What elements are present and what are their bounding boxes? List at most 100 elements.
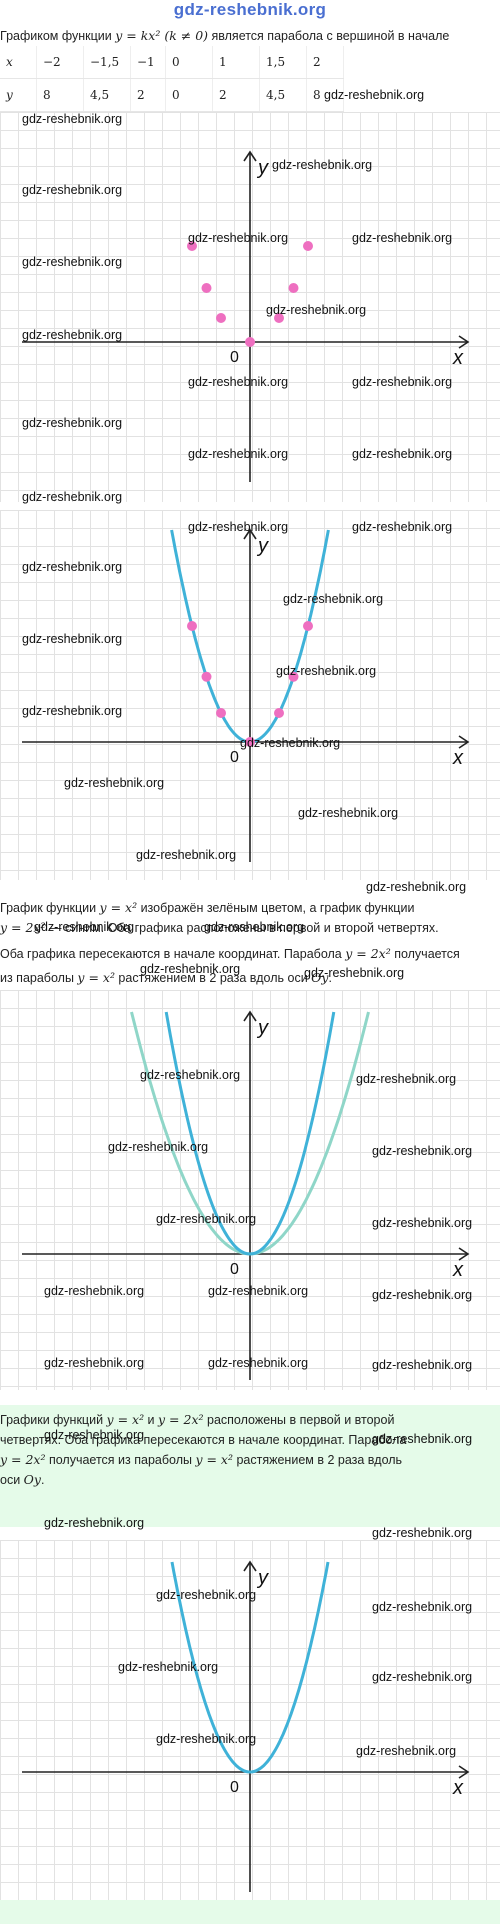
para2-text: оси <box>0 1473 24 1487</box>
para1-text: из параболы <box>0 971 78 985</box>
values-table: x −2 −1,5 −1 0 1 1,5 2 y 8 4,5 2 0 2 4,5… <box>0 46 344 112</box>
watermark: gdz-reshebnik.org <box>352 447 453 461</box>
data-point <box>303 241 313 251</box>
watermark: gdz-reshebnik.org <box>108 1140 209 1154</box>
origin-label: 0 <box>230 749 239 766</box>
watermark: gdz-reshebnik.org <box>208 1356 309 1370</box>
para1-text: Оба графика пересекаются в начале коорди… <box>0 947 346 961</box>
para2-formula: y = 2x² <box>0 1452 46 1467</box>
data-point <box>187 621 197 631</box>
table-header-x: x <box>0 46 37 79</box>
watermark: gdz-reshebnik.org <box>136 848 237 862</box>
watermark: gdz-reshebnik.org <box>356 1072 457 1086</box>
para1-formula: Oy <box>311 970 329 985</box>
watermark: gdz-reshebnik.org <box>298 806 399 820</box>
watermark: gdz-reshebnik.org <box>188 447 289 461</box>
para2-formula: y = x² <box>195 1452 233 1467</box>
para2-text: и <box>144 1413 159 1427</box>
watermark: gdz-reshebnik.org <box>356 1744 457 1758</box>
watermark: gdz-reshebnik.org <box>22 255 123 269</box>
para1-text: получается <box>390 947 460 961</box>
data-point <box>274 708 284 718</box>
watermark: gdz-reshebnik.org <box>372 1526 473 1540</box>
watermark: gdz-reshebnik.org <box>156 1212 257 1226</box>
watermark: gdz-reshebnik.org <box>156 1732 257 1746</box>
data-point <box>216 708 226 718</box>
y-axis-label: y <box>256 535 269 557</box>
origin-label: 0 <box>230 1779 239 1796</box>
watermark: gdz-reshebnik.org <box>22 183 123 197</box>
intro-formula: y = kx² (k ≠ 0) <box>115 28 209 43</box>
data-point <box>187 241 197 251</box>
watermark: gdz-reshebnik.org <box>283 592 384 606</box>
intro-text: Графиком функции y = kx² (k ≠ 0) являетс… <box>0 28 500 44</box>
y-axis-arrow <box>243 528 257 540</box>
data-point <box>274 313 284 323</box>
data-point <box>216 313 226 323</box>
watermark: gdz-reshebnik.org <box>118 1660 219 1674</box>
watermark: gdz-reshebnik.org <box>156 1588 257 1602</box>
para1-formula: y = 2x² <box>345 946 391 961</box>
watermark: gdz-reshebnik.org <box>44 1284 145 1298</box>
watermark: gdz-reshebnik.org <box>22 632 123 646</box>
graph-parabola-panel: x y 0 <box>0 510 500 880</box>
watermark: gdz-reshebnik.org <box>140 962 241 976</box>
intro-text-before: Графиком функции <box>0 29 116 43</box>
watermark: gdz-reshebnik.org <box>22 416 123 430</box>
watermark: gdz-reshebnik.org <box>372 1432 473 1446</box>
para2-text: получается из параболы <box>45 1453 196 1467</box>
points-graph: xy0 <box>22 150 470 482</box>
watermark: gdz-reshebnik.org <box>22 112 123 126</box>
watermark: gdz-reshebnik.org <box>140 1068 241 1082</box>
watermark: gdz-reshebnik.org <box>266 303 367 317</box>
y-axis-label: y <box>256 1567 269 1589</box>
watermark: gdz-reshebnik.org <box>44 1428 145 1442</box>
explanation-paragraph-1: График функции y = x² изображён зелёным … <box>0 898 500 988</box>
watermark: gdz-reshebnik.org <box>240 736 341 750</box>
table-cell: −1 <box>130 46 166 79</box>
para2-formula: Oy <box>23 1472 41 1487</box>
parabola-y-2x2 <box>170 1561 330 1774</box>
site-title[interactable]: gdz-reshebnik.org <box>173 0 327 19</box>
table-cell: 2 <box>130 78 166 112</box>
watermark: gdz-reshebnik.org <box>372 1288 473 1302</box>
y-axis-arrow <box>243 150 257 162</box>
watermark: gdz-reshebnik.org <box>44 1516 145 1530</box>
para2-text: . <box>40 1473 45 1487</box>
watermark: gdz-reshebnik.org <box>366 880 467 894</box>
watermark: gdz-reshebnik.org <box>372 1216 473 1230</box>
watermark: gdz-reshebnik.org <box>304 966 405 980</box>
para1-text: . <box>328 971 332 985</box>
watermark: gdz-reshebnik.org <box>22 490 123 504</box>
x-axis-label: x <box>452 1777 464 1799</box>
table-header-y: y <box>0 78 37 112</box>
data-point <box>245 337 255 347</box>
para2-formula: y = 2x² <box>158 1412 204 1427</box>
watermark: gdz-reshebnik.org <box>352 375 453 389</box>
watermark: gdz-reshebnik.org <box>372 1670 473 1684</box>
table-cell: 8 <box>36 78 84 112</box>
para1-formula: y = 2x² <box>0 920 46 935</box>
watermark: gdz-reshebnik.org <box>352 520 453 534</box>
table-cell: 0 <box>165 78 213 112</box>
data-point <box>288 283 299 293</box>
x-axis-arrow <box>458 335 470 349</box>
watermark: gdz-reshebnik.org <box>22 560 123 574</box>
watermark: gdz-reshebnik.org <box>352 231 453 245</box>
watermark: gdz-reshebnik.org <box>208 1284 309 1298</box>
table-cell: 1 <box>212 46 260 79</box>
table-row-y: y 8 4,5 2 0 2 4,5 8 <box>0 78 344 112</box>
origin-label: 0 <box>230 349 239 366</box>
watermark: gdz-reshebnik.org <box>188 375 289 389</box>
table-cell: 4,5 <box>259 78 307 112</box>
watermark: gdz-reshebnik.org <box>64 776 165 790</box>
x-axis-label: x <box>452 747 464 769</box>
y-axis-arrow <box>243 1560 257 1572</box>
bottom-highlight <box>0 1900 500 1924</box>
graph-final-panel: x y 0 <box>0 1540 500 1900</box>
table-cell: 8 <box>306 78 344 112</box>
origin-label: 0 <box>230 1261 239 1278</box>
para1-text: График функции <box>0 901 100 915</box>
para1-text: изображён зелёным цветом, а график функц… <box>137 901 415 915</box>
